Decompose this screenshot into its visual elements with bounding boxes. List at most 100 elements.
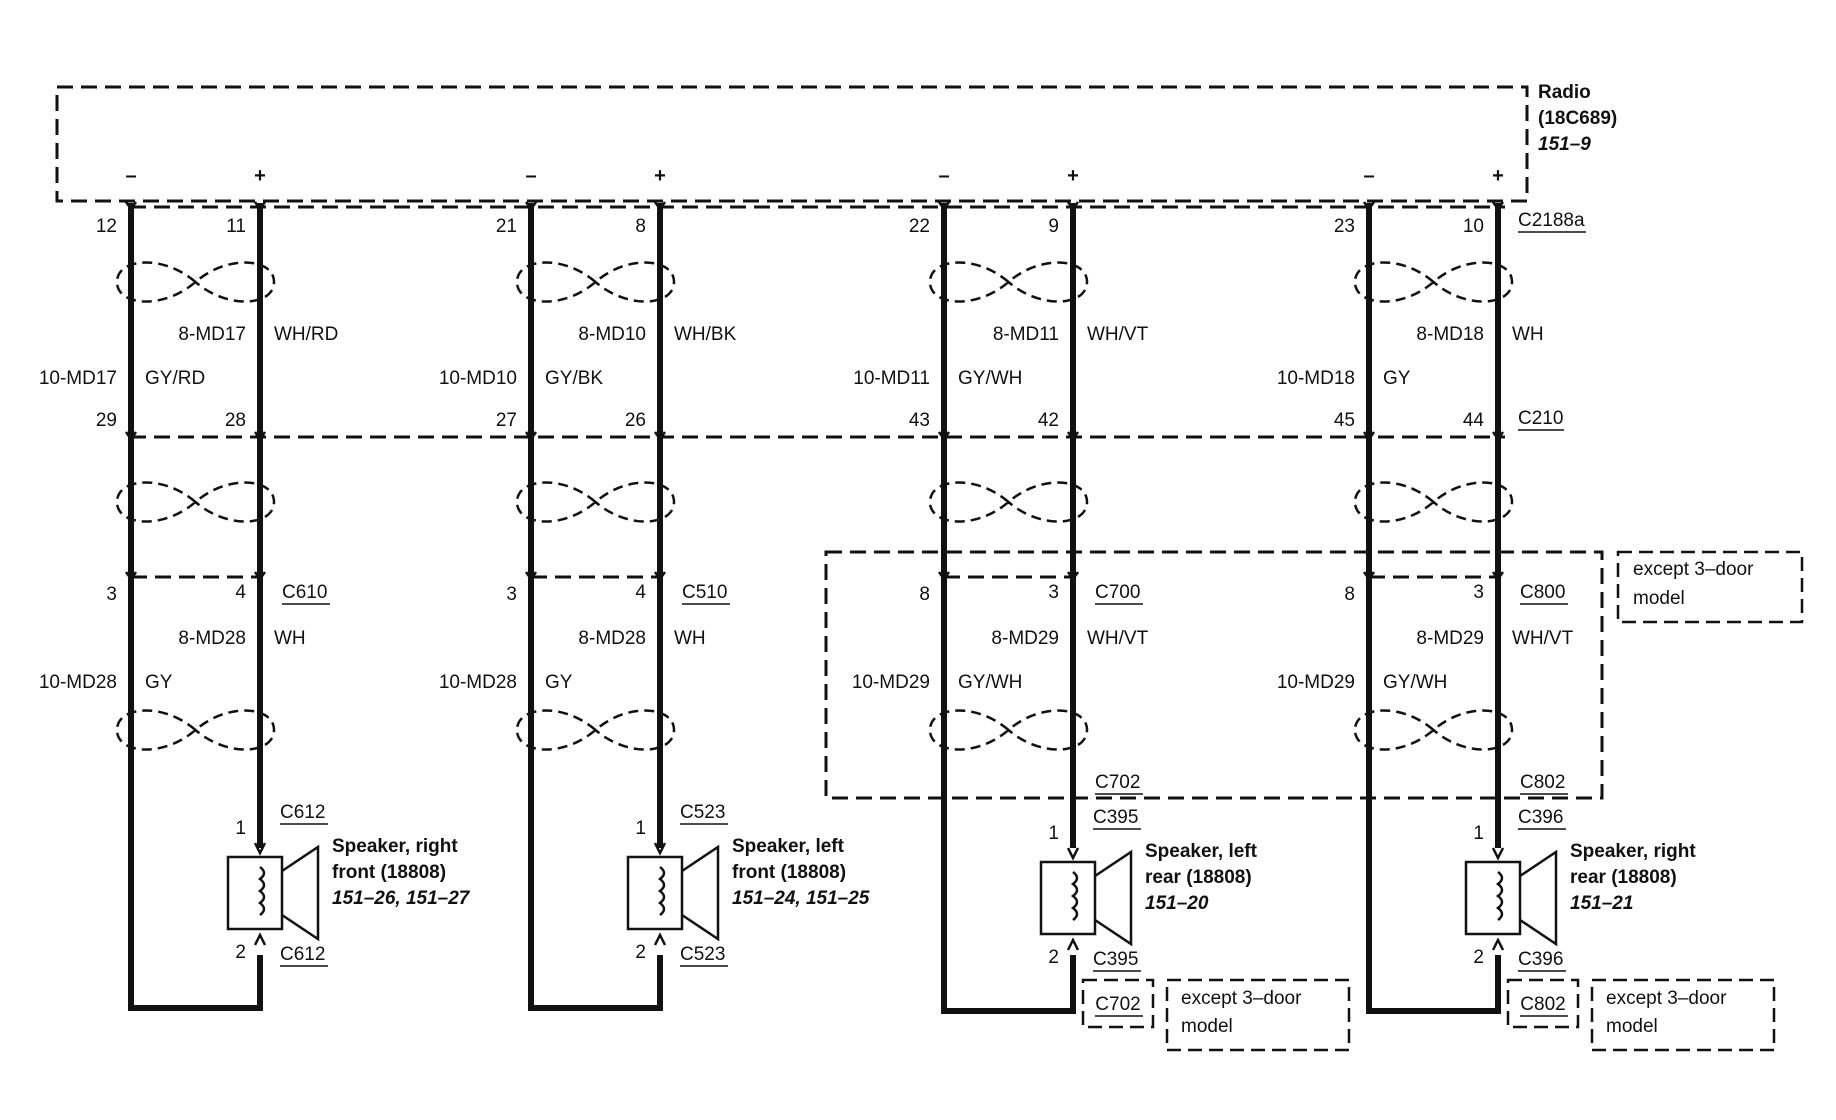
speaker-pin-bottom: 2 — [635, 942, 646, 963]
radio-page-ref: 151–9 — [1538, 134, 1591, 155]
pin-mid-positive: 26 — [625, 410, 646, 431]
optional-note-line2: model — [1181, 1016, 1233, 1037]
speaker-pin-bottom: 2 — [1473, 947, 1484, 968]
connector-lower-label: C510 — [682, 582, 727, 603]
circuit-negative-lower: 10-MD28 — [39, 672, 117, 693]
circuit-negative-lower: 10-MD28 — [439, 672, 517, 693]
optional-note-box — [1590, 978, 1776, 1052]
pin-mid-positive: 44 — [1463, 410, 1485, 431]
pin-mid-positive: 28 — [225, 410, 246, 431]
circuit-negative-lower: 10-MD29 — [1277, 672, 1355, 693]
rear-except-3door-region — [824, 550, 1604, 800]
radio-minus-sign: – — [938, 165, 949, 187]
twisted-pair-3 — [1353, 709, 1514, 751]
connector-lower-label: C800 — [1520, 582, 1565, 603]
radio-plus-sign: + — [654, 165, 666, 187]
circuit-positive-upper: 8-MD10 — [578, 324, 646, 345]
optional-note-line2: model — [1606, 1016, 1658, 1037]
speaker-connector-top: C395 — [1093, 807, 1138, 828]
pin-top-positive: 10 — [1463, 216, 1484, 237]
pin-mid-negative: 43 — [909, 410, 930, 431]
speaker-connector-bottom: C396 — [1518, 949, 1563, 970]
pin-lower-negative: 8 — [1344, 584, 1355, 605]
pin-top-positive: 8 — [635, 216, 646, 237]
rear-note-line1: except 3–door — [1633, 559, 1754, 580]
speaker-coil-icon — [1070, 871, 1079, 921]
circuit-negative-upper: 10-MD11 — [853, 368, 930, 389]
radio-plus-sign: + — [1492, 165, 1504, 187]
speaker-horn — [1094, 849, 1133, 947]
optional-connector-label: C802 — [1520, 994, 1565, 1015]
speaker-body — [1464, 860, 1522, 936]
circuit-negative-upper: 10-MD10 — [439, 368, 517, 389]
optional-connector-label: C702 — [1095, 994, 1140, 1015]
pin-top-negative: 23 — [1334, 216, 1355, 237]
speaker-coil-icon — [257, 866, 266, 916]
radio-part-number: (18C689) — [1538, 108, 1617, 129]
circuit-positive-upper: 8-MD17 — [178, 324, 246, 345]
negative-wire — [1366, 203, 1501, 1014]
connector-mid2-label: C802 — [1520, 772, 1565, 793]
pin-top-positive: 9 — [1048, 216, 1059, 237]
color-negative-upper: GY/RD — [145, 368, 205, 389]
color-negative-upper: GY — [1383, 368, 1411, 389]
twisted-pair-1 — [115, 261, 276, 303]
speaker-part-number: front (18808) — [732, 862, 846, 883]
pin-lower-negative: 8 — [919, 584, 930, 605]
circuit-positive-lower: 8-MD28 — [178, 628, 246, 649]
radio-module-box — [55, 85, 1529, 203]
pin-mid-positive: 42 — [1038, 410, 1059, 431]
speaker-connector-bottom: C523 — [680, 944, 725, 965]
rear-except-3door-note-box — [1616, 550, 1804, 624]
twisted-pair-3 — [515, 709, 676, 751]
color-positive-upper: WH — [1512, 324, 1544, 345]
speaker-page-ref: 151–21 — [1570, 893, 1633, 914]
speaker-horn — [681, 844, 720, 942]
pin-mid-negative: 45 — [1334, 410, 1355, 431]
speaker-name: Speaker, right — [1570, 841, 1696, 862]
speaker-name: Speaker, right — [332, 836, 458, 857]
twisted-pair-2 — [1353, 481, 1514, 523]
twisted-pair-1 — [1353, 261, 1514, 303]
radio-minus-sign: – — [1363, 165, 1374, 187]
speaker-connector-top: C396 — [1518, 807, 1563, 828]
speaker-body — [1039, 860, 1097, 936]
circuit-negative-upper: 10-MD17 — [39, 368, 117, 389]
speaker-body — [226, 855, 284, 931]
speaker-connector-bottom: C395 — [1093, 949, 1138, 970]
circuit-negative-upper: 10-MD18 — [1277, 368, 1355, 389]
speaker-part-number: rear (18808) — [1145, 867, 1252, 888]
speaker-page-ref: 151–26, 151–27 — [332, 888, 471, 909]
speaker-pin-top: 1 — [1048, 823, 1059, 844]
pin-lower-positive: 4 — [635, 582, 646, 603]
color-negative-upper: GY/WH — [958, 368, 1022, 389]
speaker-coil-icon — [1495, 871, 1504, 921]
color-negative-lower: GY/WH — [958, 672, 1022, 693]
twisted-pair-2 — [115, 481, 276, 523]
speaker-pin-top: 1 — [635, 818, 646, 839]
connector-mid2-label: C702 — [1095, 772, 1140, 793]
speaker-page-ref: 151–24, 151–25 — [732, 888, 870, 909]
negative-wire — [128, 203, 263, 1011]
connector-lower-label: C610 — [282, 582, 327, 603]
color-negative-lower: GY — [545, 672, 573, 693]
pin-lower-positive: 4 — [235, 582, 246, 603]
speaker-pin-bottom: 2 — [235, 942, 246, 963]
color-positive-upper: WH/BK — [674, 324, 737, 345]
speaker-connector-top: C523 — [680, 802, 725, 823]
speaker-name: Speaker, left — [1145, 841, 1258, 862]
speaker-horn — [281, 844, 320, 942]
radio-minus-sign: – — [125, 165, 136, 187]
speaker-pin-bottom: 2 — [1048, 947, 1059, 968]
negative-wire — [941, 203, 1076, 1014]
speaker-name: Speaker, left — [732, 836, 845, 857]
color-positive-lower: WH/VT — [1512, 628, 1574, 649]
pin-lower-negative: 3 — [506, 584, 517, 605]
negative-wire — [528, 203, 663, 1011]
radio-plus-sign: + — [254, 165, 266, 187]
